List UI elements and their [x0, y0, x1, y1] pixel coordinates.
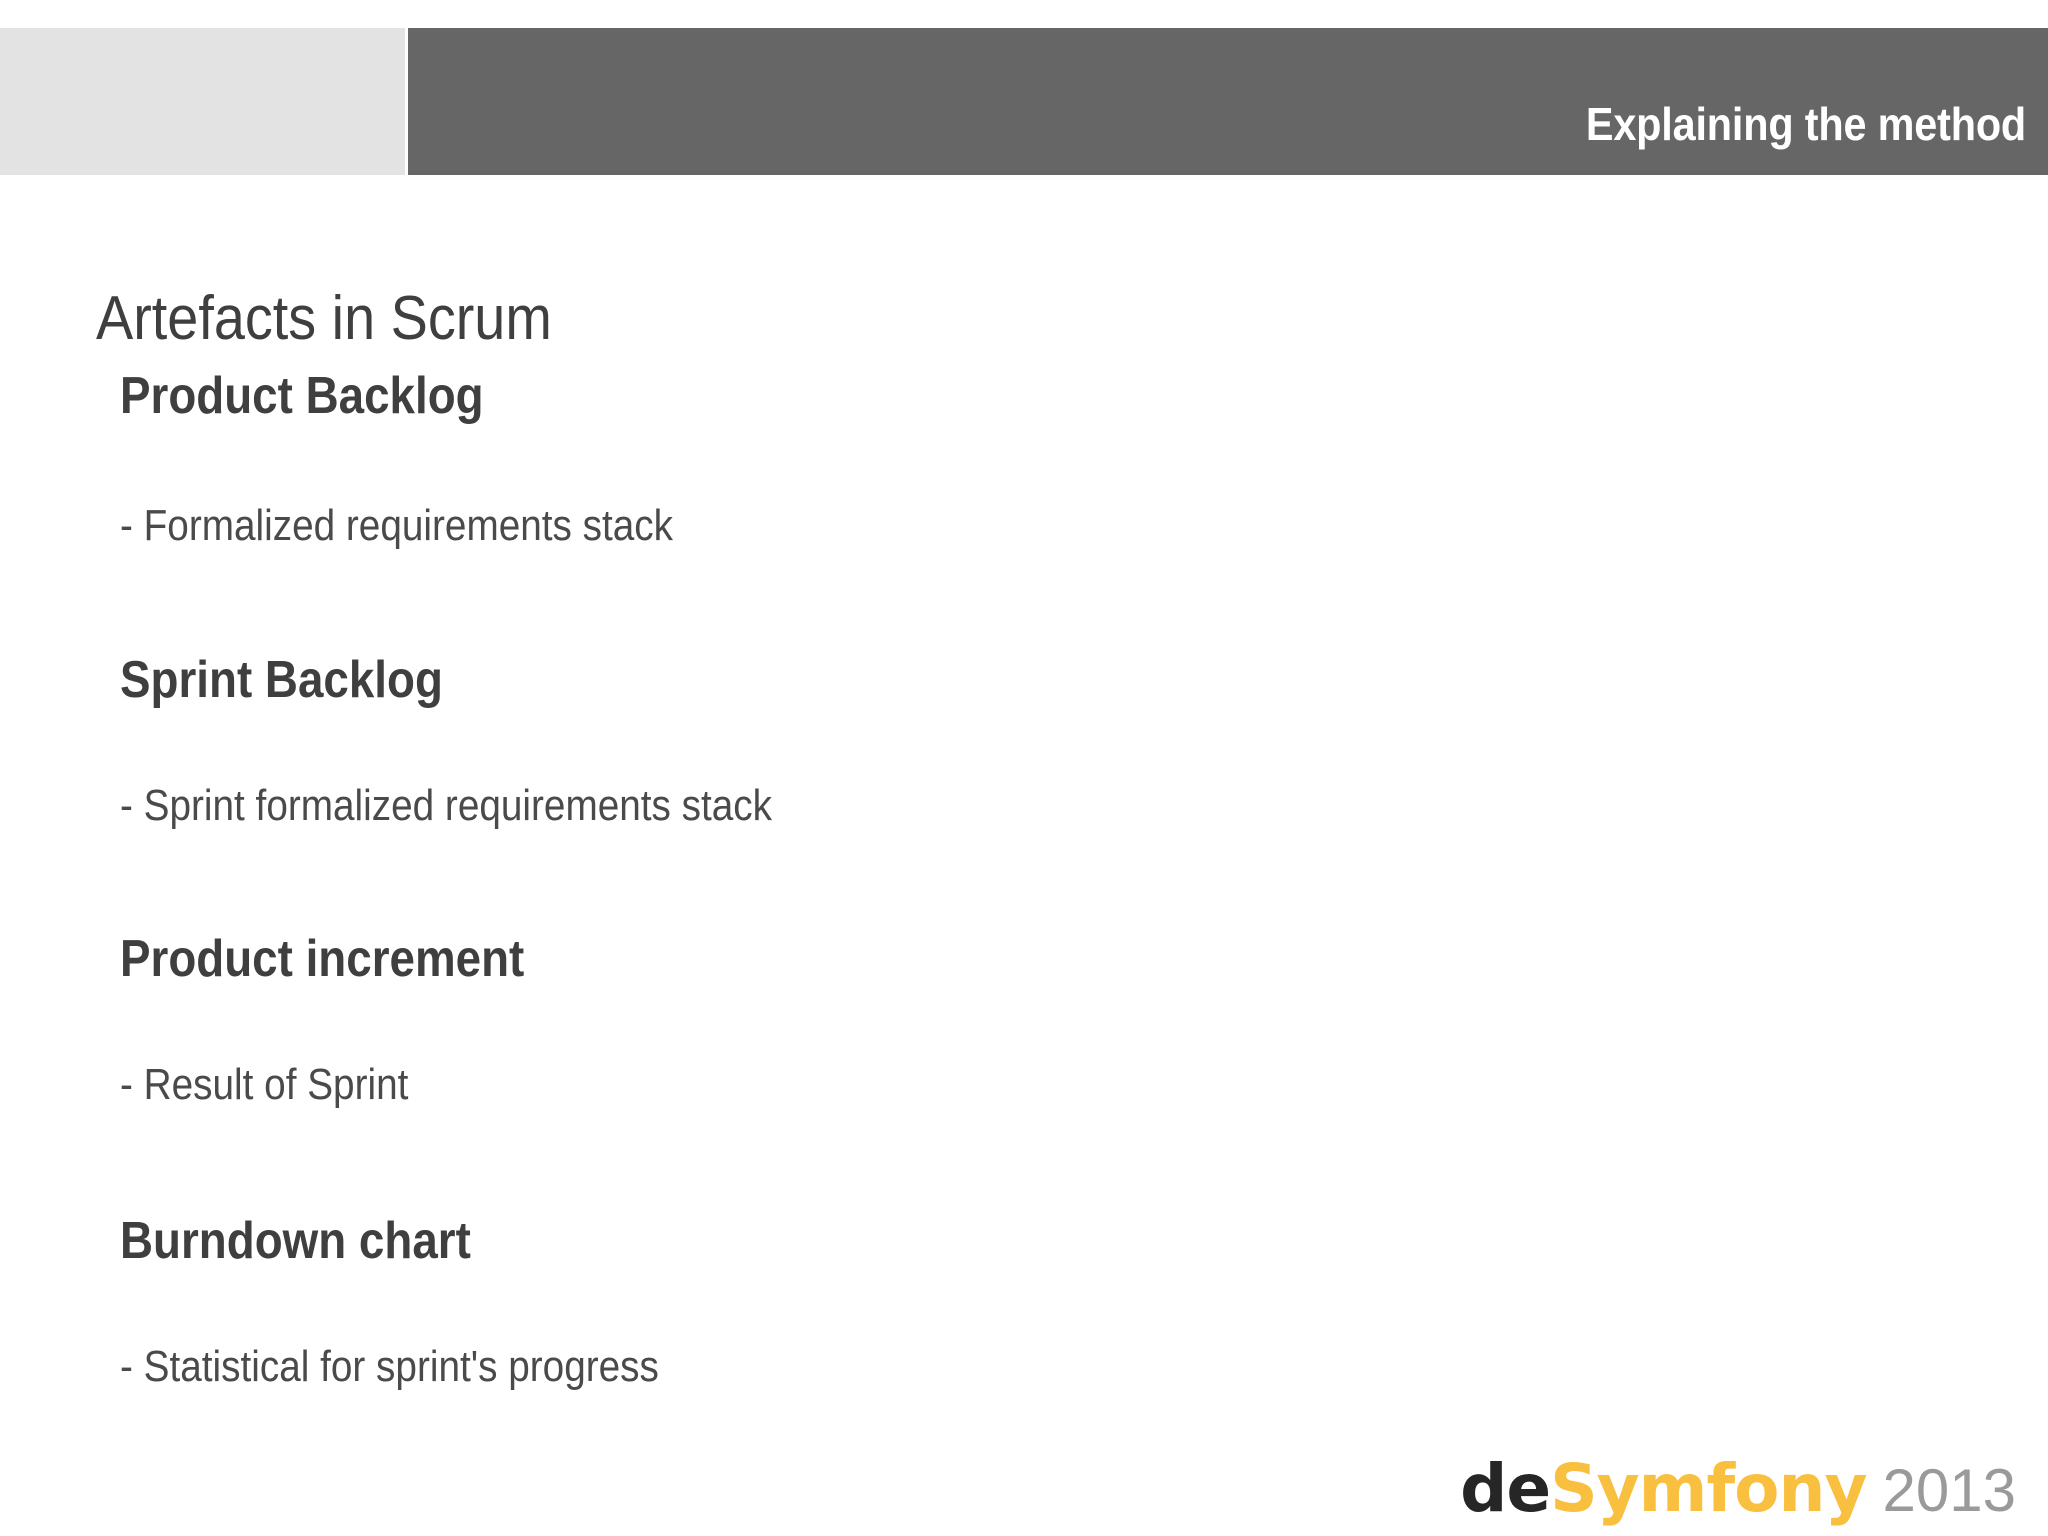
logo-year-text: 2013	[1882, 1457, 2016, 1524]
section-bullet: - Sprint formalized requirements stack	[120, 781, 773, 830]
section-heading: Product Backlog	[120, 367, 484, 425]
section-sprint-backlog: Sprint Backlog - Sprint formalized requi…	[120, 654, 1880, 828]
slide-content: Product Backlog - Formalized requirement…	[120, 370, 1880, 1389]
section-bullet: - Formalized requirements stack	[120, 501, 674, 550]
header-right-bar: Explaining the method	[408, 28, 2048, 175]
section-burndown-chart: Burndown chart - Statistical for sprint'…	[120, 1215, 1880, 1389]
section-product-increment: Product increment - Result of Sprint	[120, 933, 1880, 1107]
section-heading: Burndown chart	[120, 1212, 471, 1270]
section-product-backlog: Product Backlog - Formalized requirement…	[120, 370, 1880, 548]
slide-header-band: Explaining the method	[0, 28, 2048, 175]
section-heading: Sprint Backlog	[120, 651, 443, 709]
logo-prefix-text: de	[1460, 1450, 1551, 1527]
section-bullet: - Result of Sprint	[120, 1060, 409, 1109]
header-left-accent-block	[0, 28, 405, 175]
logo-brand-text: Symfony	[1550, 1450, 1867, 1527]
section-heading: Product increment	[120, 930, 525, 988]
page-title: Artefacts in Scrum	[96, 283, 552, 353]
section-bullet: - Statistical for sprint's progress	[120, 1342, 659, 1391]
header-section-title: Explaining the method	[1585, 98, 2026, 150]
